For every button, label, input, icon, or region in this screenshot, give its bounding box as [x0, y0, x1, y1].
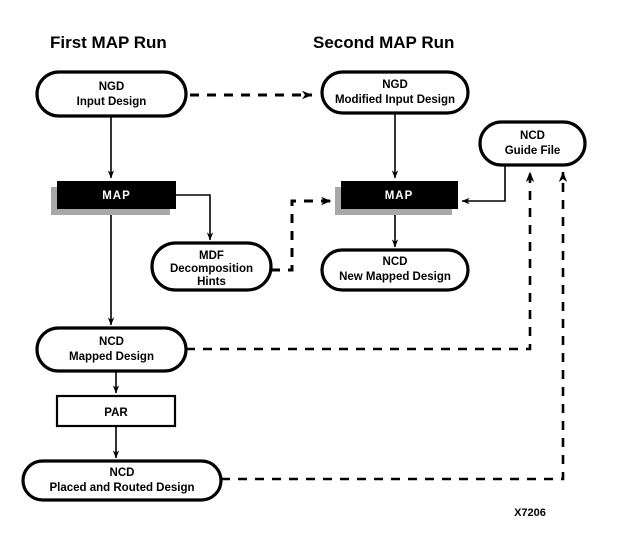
edge-ncd-guide-to-map2 — [461, 165, 506, 205]
node-ncd-new-mapped-design[interactable]: NCD New Mapped Design — [320, 248, 470, 292]
node-map1[interactable]: MAP — [51, 181, 176, 215]
node-line-2: Mapped Design — [69, 351, 154, 363]
node-shape — [478, 120, 587, 167]
edge-mdf-to-map2 — [271, 196, 332, 272]
edge-map1-to-mdf — [176, 194, 214, 241]
node-shape — [341, 181, 458, 209]
figure-id-label: X7206 — [514, 507, 546, 519]
node-shape — [150, 241, 273, 292]
node-ncd-mapped-design[interactable]: NCD Mapped Design — [35, 326, 188, 373]
node-shape — [35, 326, 188, 373]
column-title-second: Second MAP Run — [313, 33, 454, 52]
node-shape — [21, 459, 223, 502]
node-par[interactable]: PAR — [55, 394, 177, 428]
node-shape — [55, 394, 177, 428]
node-line-2: Placed and Routed Design — [49, 482, 194, 494]
node-line-2: Guide File — [505, 145, 561, 157]
node-line-1: MAP — [385, 190, 414, 202]
edge-ncd-mapped-to-ncd-guide — [186, 171, 535, 351]
node-line-1: NGD — [99, 81, 125, 93]
node-ngd-modified-input-design[interactable]: NGD Modified Input Design — [320, 70, 470, 115]
node-ncd-placed-and-routed-design[interactable]: NCD Placed and Routed Design — [21, 459, 223, 502]
node-line-2: Modified Input Design — [335, 94, 455, 106]
node-line-1: MDF — [199, 250, 224, 262]
node-line-1: NCD — [383, 256, 408, 268]
edge-ncd-placed-routed-to-ncd-guide — [221, 171, 568, 481]
node-shape — [320, 70, 470, 115]
node-line-2: Decomposition — [170, 263, 253, 275]
node-line-1: PAR — [104, 407, 128, 419]
node-mdf-decomposition-hints[interactable]: MDF Decomposition Hints — [150, 241, 273, 292]
node-map2[interactable]: MAP — [335, 181, 458, 215]
node-ngd-input-design[interactable]: NGD Input Design — [35, 70, 188, 118]
node-line-1: NGD — [382, 79, 408, 91]
column-title-first: First MAP Run — [50, 33, 167, 52]
node-line-3: Hints — [197, 276, 226, 288]
node-line-2: New Mapped Design — [339, 271, 451, 283]
node-ncd-guide-file[interactable]: NCD Guide File — [478, 120, 587, 167]
node-shape — [320, 248, 470, 292]
node-line-1: NCD — [99, 336, 124, 348]
node-line-1: NCD — [520, 130, 545, 142]
node-line-2: Input Design — [77, 96, 147, 108]
node-line-1: NCD — [110, 467, 135, 479]
node-shape — [35, 70, 188, 118]
node-line-1: MAP — [102, 190, 131, 202]
node-shape — [57, 181, 176, 209]
